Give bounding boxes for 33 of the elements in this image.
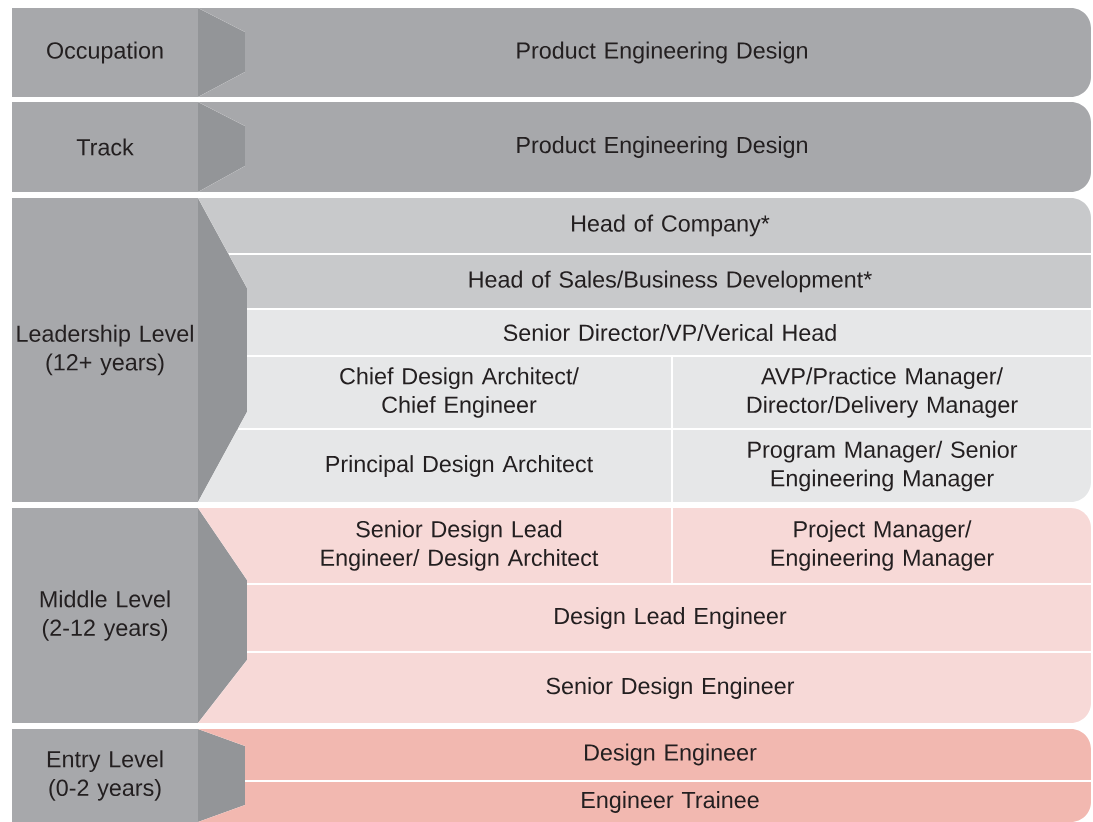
node-label: Design Engineer	[585, 743, 757, 766]
role-band: Head of Company*	[198, 198, 1091, 253]
role-band: Senior Director/VP/Verical Head	[247, 310, 1091, 355]
level-box: Entry Level (0-2 years)	[12, 729, 245, 822]
node-label: Design Lead Engineer	[555, 607, 787, 629]
role-band: Program Manager/ Senior Engineering Manager	[673, 430, 1091, 502]
node-label: Head of Company*	[572, 214, 770, 237]
node-label: Occupation	[47, 41, 163, 64]
node-label: Senior Director/VP/Verical Head	[503, 323, 836, 342]
node-label: Track	[76, 138, 134, 156]
role-band: Design Engineer	[198, 729, 1091, 780]
level-box: Leadership Level (12+ years)	[12, 198, 247, 502]
role-band: Head of Sales/Business Development*	[229, 255, 1091, 308]
level-box: Track	[12, 102, 245, 192]
node-label: Engineer Trainee	[582, 791, 759, 813]
node-label: Senior Design Lead Engineer/ Design Architect	[321, 520, 599, 571]
level-box: Middle Level (2-12 years)	[12, 508, 247, 723]
role-band: Project Manager/ Engineering Manager	[673, 508, 1091, 583]
level-box: Occupation	[12, 8, 245, 97]
node-label: Principal Design Architect	[326, 455, 593, 477]
node-label: Senior Design Engineer	[546, 677, 795, 699]
node-label: AVP/Practice Manager/ Director/Delivery Manager	[747, 367, 1018, 418]
role-band: Engineer Trainee	[198, 782, 1091, 822]
node-label: Chief Design Architect/ Chief Engineer	[340, 367, 579, 418]
role-band: Chief Design Architect/ Chief Engineer	[238, 357, 671, 428]
node-label: Program Manager/ Senior Engineering Manager	[748, 440, 1018, 492]
role-band: Principal Design Architect	[198, 430, 671, 502]
role-band: Senior Design Engineer	[198, 653, 1091, 723]
node-label: Project Manager/ Engineering Manager	[771, 520, 994, 571]
role-band: AVP/Practice Manager/ Director/Delivery Manager	[673, 357, 1091, 428]
role-band: Senior Design Lead Engineer/ Design Architect	[198, 508, 671, 583]
role-band: Design Lead Engineer	[247, 585, 1091, 651]
node-label: Head of Sales/Business Development*	[469, 270, 872, 293]
